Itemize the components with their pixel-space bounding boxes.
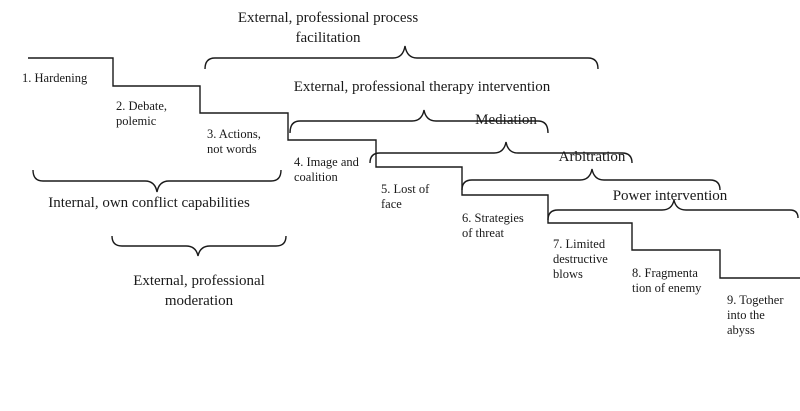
arbitration-label: Arbitration [558, 149, 626, 165]
mediation-label: Mediation [475, 112, 537, 128]
stage-5-label: 5. Lost of face [381, 182, 430, 211]
brace-process-facilitation [204, 45, 599, 70]
stage-8-label: 8. Fragmenta tion of enemy [632, 266, 702, 295]
brace-therapy-intervention [289, 109, 549, 134]
brace-internal-capabilities [32, 169, 282, 193]
stage-6-label: 6. Strategies of threat [462, 211, 524, 240]
stage-7-label: 7. Limited destructive blows [553, 237, 608, 281]
power-intervention-label: Power intervention [612, 188, 728, 204]
therapy-intervention-label: External, professional therapy intervent… [293, 79, 551, 95]
moderation-label: External, professional moderation [133, 273, 265, 309]
escalation-staircase [28, 57, 800, 279]
stage-3-label: 3. Actions, not words [207, 127, 261, 156]
stage-2-label: 2. Debate, polemic [116, 99, 168, 128]
internal-capabilities-label: Internal, own conflict capabilities [48, 195, 250, 211]
process-facilitation-label: External, professional process facilitat… [237, 10, 419, 46]
stage-4-label: 4. Image and coalition [294, 155, 359, 184]
brace-arbitration [461, 168, 721, 191]
brace-mediation [369, 141, 633, 164]
stage-1-label: 1. Hardening [22, 71, 88, 85]
brace-moderation [111, 235, 287, 257]
brace-power-intervention [547, 199, 799, 221]
stage-9-label: 9. Together into the abyss [727, 293, 784, 337]
